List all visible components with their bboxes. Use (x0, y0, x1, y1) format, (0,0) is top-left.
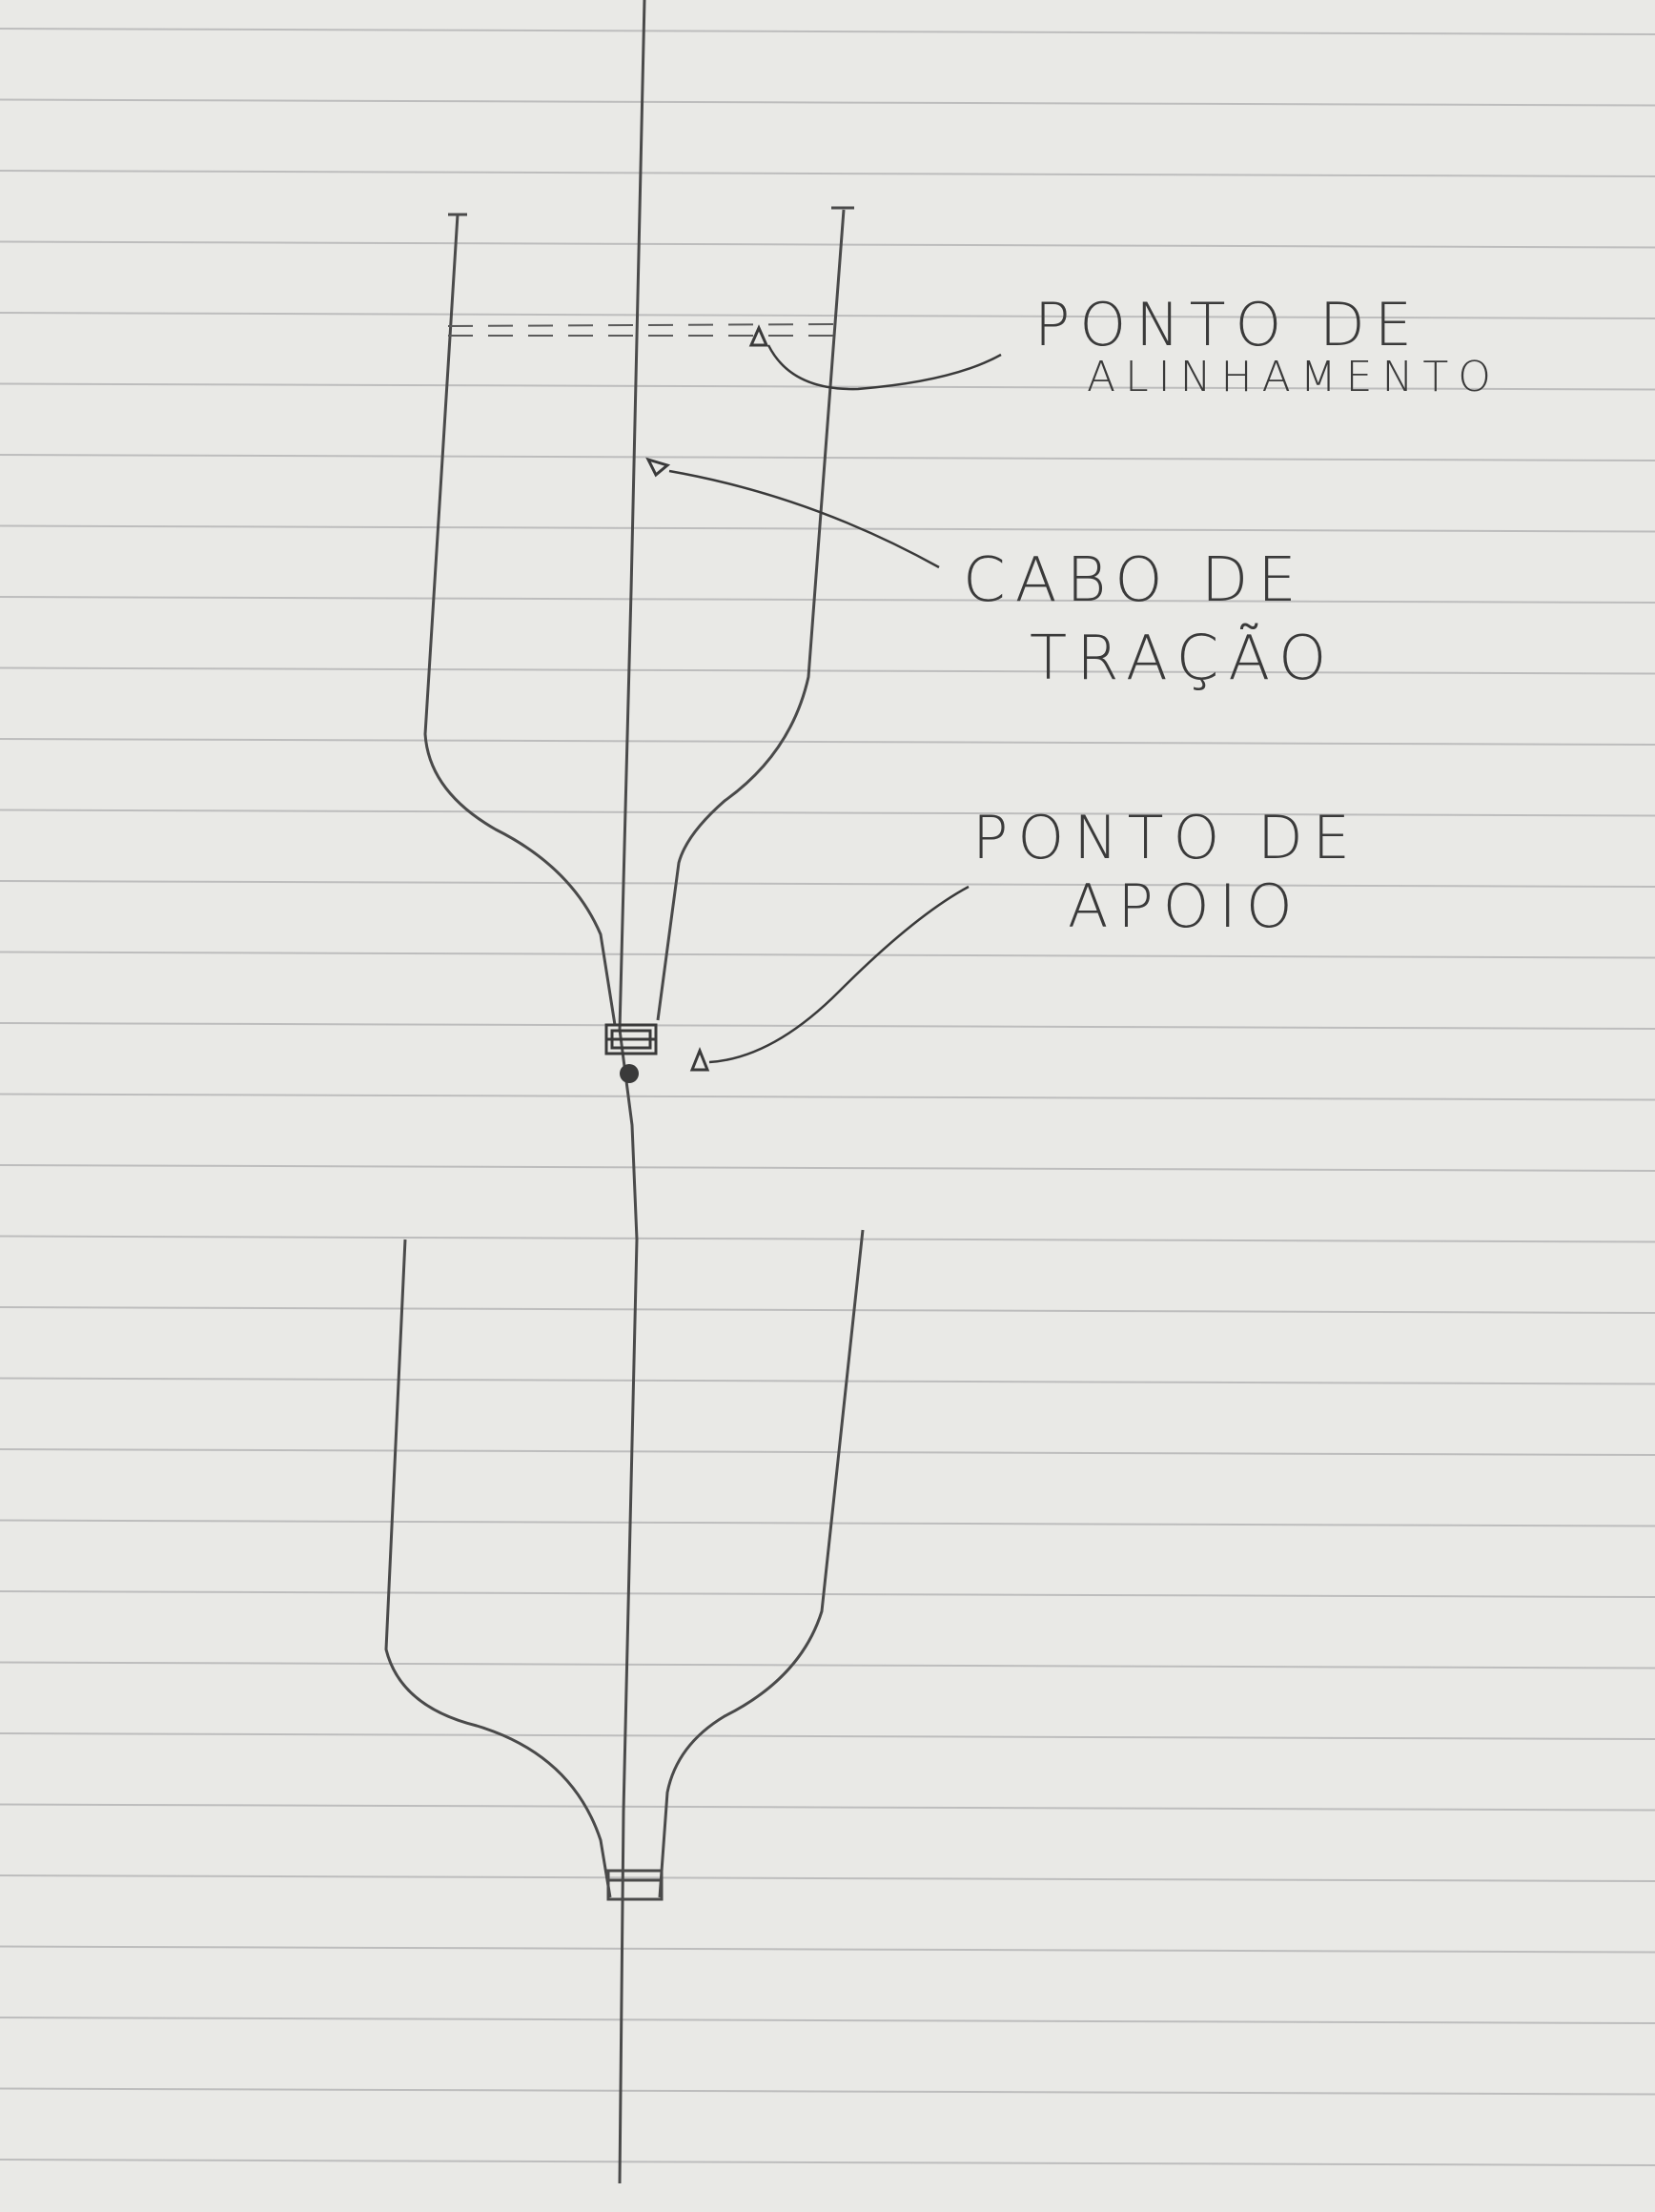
support-point-marker (689, 1046, 710, 1072)
support-leader-line (708, 885, 970, 1064)
cable-label-line1: CABO DE (963, 545, 1306, 616)
ruled-line (0, 1306, 1655, 1314)
ruled-line (0, 1235, 1655, 1243)
ruled-line (0, 951, 1655, 959)
ruled-line (0, 170, 1655, 177)
ruled-line (0, 28, 1655, 35)
upper-bottle-rim-ticks (448, 206, 854, 216)
ruled-line (0, 1448, 1655, 1456)
support-label-line1: PONTO DE (972, 803, 1359, 872)
alignment-label-line1: PONTO DE (1034, 290, 1421, 359)
traction-cable (618, 0, 646, 2184)
support-label-line2: APOIO (1068, 871, 1302, 941)
ruled-line (0, 1164, 1655, 1172)
ruled-line (0, 738, 1655, 746)
cable-leader-line (668, 469, 940, 569)
ruled-line (0, 312, 1655, 319)
ruled-line (0, 2017, 1655, 2024)
ruled-line (0, 880, 1655, 888)
ruled-line (0, 98, 1655, 107)
ruled-line (0, 1519, 1655, 1527)
ruled-line (0, 1661, 1655, 1669)
cable-label-line2: TRAÇÃO (1030, 623, 1336, 694)
ruled-line (0, 240, 1655, 249)
cable-marker (645, 457, 671, 478)
ruled-lines (0, 28, 1655, 2166)
ruled-line (0, 1590, 1655, 1598)
ruled-line (0, 2087, 1655, 2096)
ruled-line (0, 1874, 1655, 1882)
alignment-leader-line (766, 344, 1002, 391)
ruled-line (0, 2159, 1655, 2166)
lower-bottle-outline (384, 1229, 865, 1898)
lower-bottle-cap (606, 1869, 664, 1901)
alignment-label-line2: ALINHAMENTO (1087, 353, 1501, 401)
ruled-line (0, 524, 1655, 533)
liquid-level-line (447, 323, 838, 337)
ruled-line (0, 666, 1655, 675)
ruled-line (0, 1093, 1655, 1101)
support-knot (620, 1064, 639, 1083)
upper-bottle-outline (423, 209, 846, 1026)
alignment-point-marker (748, 324, 769, 347)
ruled-line (0, 1732, 1655, 1740)
ruled-line (0, 1377, 1655, 1385)
ruled-line (0, 596, 1655, 604)
ruled-line (0, 1803, 1655, 1812)
ruled-line (0, 454, 1655, 461)
support-cap (604, 1023, 658, 1055)
ruled-line (0, 809, 1655, 817)
ruled-line (0, 1945, 1655, 1954)
ruled-line (0, 1022, 1655, 1030)
